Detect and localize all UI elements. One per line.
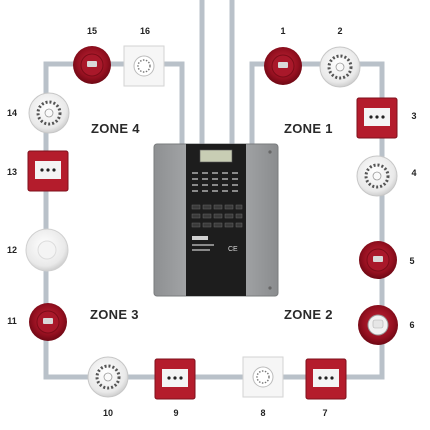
panel-lcd xyxy=(199,149,233,163)
call-point-icon xyxy=(27,150,69,192)
square-detector-icon xyxy=(123,45,165,87)
zone2-wire xyxy=(238,250,385,380)
sounder-icon xyxy=(29,303,67,341)
device-number-4: 4 xyxy=(411,168,417,178)
device-number-8: 8 xyxy=(260,408,266,418)
device-number-6: 6 xyxy=(409,320,415,330)
zone-label-3: ZONE 3 xyxy=(90,307,139,322)
smoke-detector-icon xyxy=(356,155,398,197)
device-number-1: 1 xyxy=(280,26,286,36)
device-number-3: 3 xyxy=(411,111,417,121)
device-number-14: 14 xyxy=(6,108,17,118)
zone4-wire xyxy=(43,61,185,220)
panel-buttons xyxy=(191,204,243,228)
panel-leds xyxy=(192,172,238,192)
sounder-icon xyxy=(359,241,397,279)
sounder-beacon-icon xyxy=(358,305,398,345)
sounder-icon xyxy=(73,46,111,84)
zone-label-2: ZONE 2 xyxy=(284,307,333,322)
smoke-detector-icon xyxy=(87,356,129,398)
device-number-5: 5 xyxy=(409,256,415,266)
device-number-13: 13 xyxy=(6,167,17,177)
device-number-16: 16 xyxy=(139,26,150,36)
smoke-detector-icon xyxy=(28,92,70,134)
device-number-11: 11 xyxy=(7,316,17,326)
call-point-icon xyxy=(305,358,347,400)
device-number-2: 2 xyxy=(337,26,343,36)
device-number-10: 10 xyxy=(102,408,113,418)
ce-mark: CE xyxy=(228,246,238,253)
device-number-7: 7 xyxy=(322,408,328,418)
panel-lock-top xyxy=(268,150,272,154)
call-point-icon xyxy=(154,358,196,400)
panel-lock-bottom xyxy=(268,286,272,290)
device-number-12: 12 xyxy=(6,245,17,255)
device-number-9: 9 xyxy=(173,408,179,418)
brand-logo xyxy=(192,236,208,240)
control-panel: CE xyxy=(153,143,279,297)
call-point-icon xyxy=(356,97,398,139)
sounder-icon xyxy=(264,47,302,85)
device-number-15: 15 xyxy=(86,26,97,36)
smoke-detector-icon xyxy=(319,46,361,88)
zone-label-1: ZONE 1 xyxy=(284,121,333,136)
square-detector-icon xyxy=(242,356,284,398)
zone-label-4: ZONE 4 xyxy=(91,121,140,136)
heat-detector-icon xyxy=(25,228,69,272)
